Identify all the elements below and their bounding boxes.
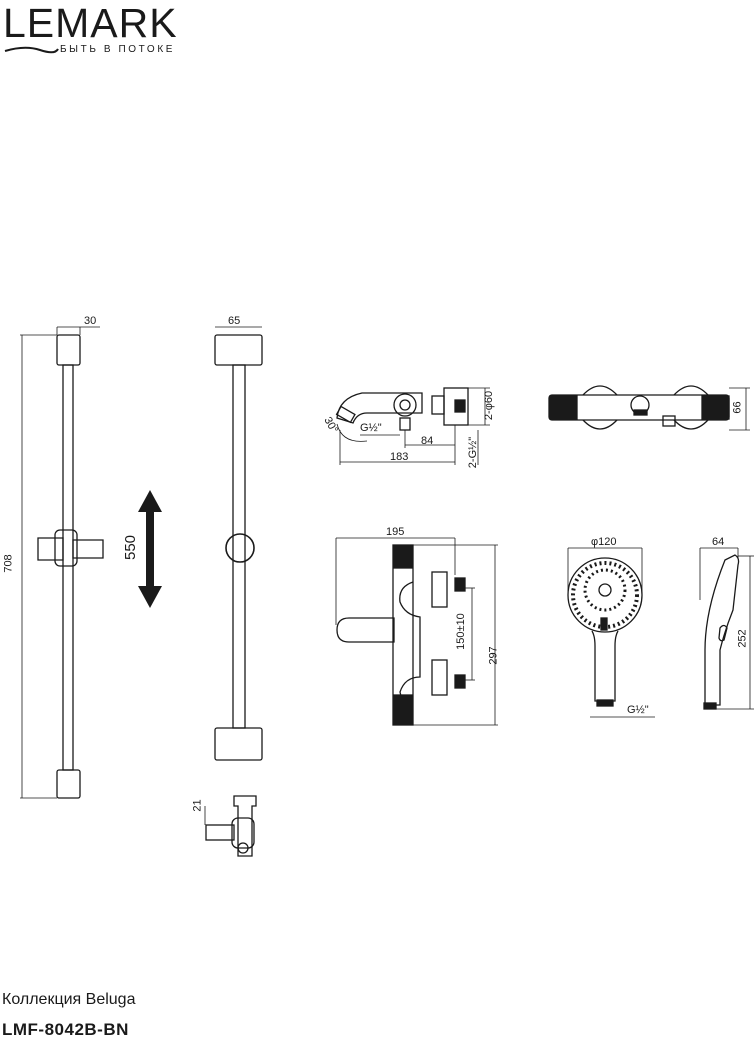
dim-mixer-depth: 195 <box>386 526 405 538</box>
mixer-front-view <box>548 385 750 431</box>
dim-mixer-flange: 2-φ60 <box>483 390 496 421</box>
brand-logo: LEMARK <box>3 0 178 46</box>
logo-wave <box>4 46 59 54</box>
dim-mixer-length: 297 <box>487 646 500 665</box>
mixer-plan-view <box>335 537 498 726</box>
dim-handshower-thread: G½" <box>627 704 649 716</box>
dim-rail-depth: 65 <box>228 315 241 327</box>
holder-detail <box>204 795 257 857</box>
rail-side-view <box>214 326 263 761</box>
mixer-side-view <box>335 387 490 465</box>
rail-front-view <box>20 326 104 799</box>
slide-travel-arrow <box>138 490 162 608</box>
dim-holder-offset: 21 <box>191 799 204 812</box>
dim-rail-height: 708 <box>2 554 15 573</box>
dim-mixer-inlets: 2-G½" <box>467 436 480 469</box>
dim-handshower-thickness: 64 <box>712 536 725 548</box>
collection-name: Коллекция Beluga <box>2 991 136 1008</box>
dim-mixer-84: 84 <box>421 435 434 447</box>
dim-handshower-diameter: φ120 <box>591 536 617 548</box>
dim-slide-travel: 550 <box>122 534 140 561</box>
dim-inlet-spacing: 150±10 <box>454 613 467 650</box>
dim-handshower-length: 252 <box>736 629 749 648</box>
handshower-side-view <box>699 547 754 710</box>
dim-mixer-outlet: G½" <box>360 422 382 434</box>
dim-rail-width: 30 <box>84 315 97 327</box>
dim-mixer-height: 66 <box>731 401 744 414</box>
brand-tagline: БЫТЬ В ПОТОКЕ <box>60 44 176 55</box>
dim-mixer-183: 183 <box>390 451 409 463</box>
handshower-front-view <box>567 547 655 718</box>
model-number: LMF-8042B-BN <box>2 1020 129 1039</box>
